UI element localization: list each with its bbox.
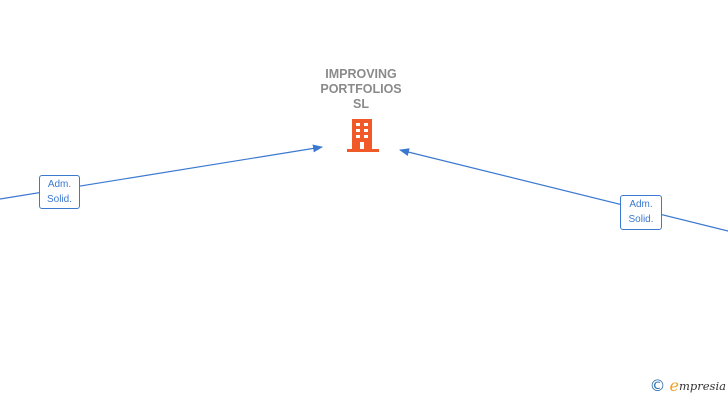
copyright-icon: © xyxy=(649,376,666,395)
edge-label-line: Adm. xyxy=(47,179,72,190)
company-name-line: IMPROVING xyxy=(325,67,397,81)
edge-label-line: Adm. xyxy=(629,199,653,210)
building-icon[interactable] xyxy=(347,119,379,152)
edge-line-right xyxy=(399,148,728,232)
edge-label-right[interactable]: Adm. Solid. xyxy=(620,195,662,230)
logo-initial: e xyxy=(669,376,679,395)
edge-label-line: Solid. xyxy=(628,214,654,225)
logo-text: mpresia xyxy=(678,379,726,393)
edge-label-left[interactable]: Adm. Solid. xyxy=(39,175,80,209)
company-name-line: SL xyxy=(353,97,369,111)
company-name-line: PORTFOLIOS xyxy=(320,82,402,96)
edge-label-line: Solid. xyxy=(46,194,72,205)
brand-logo: © e mpresia xyxy=(650,378,726,394)
company-name[interactable]: IMPROVING PORTFOLIOS SL xyxy=(291,67,431,112)
